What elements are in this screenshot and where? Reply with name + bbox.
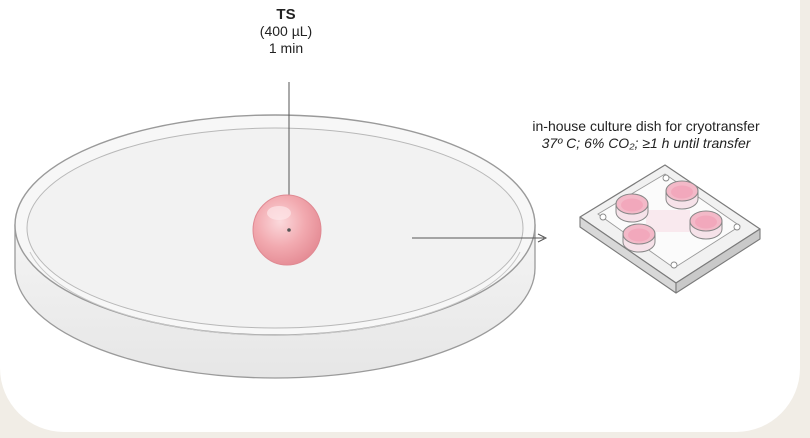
ts-time: 1 min (268, 40, 304, 56)
well-3 (622, 223, 656, 253)
culture-dish-icon (579, 164, 761, 294)
well-2 (665, 180, 699, 210)
well-4 (689, 210, 723, 240)
ts-label-group: TS (400 µL) 1 min (222, 6, 350, 57)
arrow-icon (412, 233, 548, 243)
well-1 (615, 193, 649, 223)
culture-dish-label-group: in-house culture dish for cryotransfer 3… (490, 118, 802, 152)
ts-volume: (400 µL) (259, 23, 313, 39)
culture-dish-label: in-house culture dish for cryotransfer (532, 118, 760, 134)
ts-title: TS (276, 6, 296, 23)
culture-dish-conditions: 37º C; 6% CO₂; ≥1 h until transfer (541, 135, 751, 151)
droplet-icon (252, 194, 322, 266)
pointer-dot (287, 228, 291, 232)
